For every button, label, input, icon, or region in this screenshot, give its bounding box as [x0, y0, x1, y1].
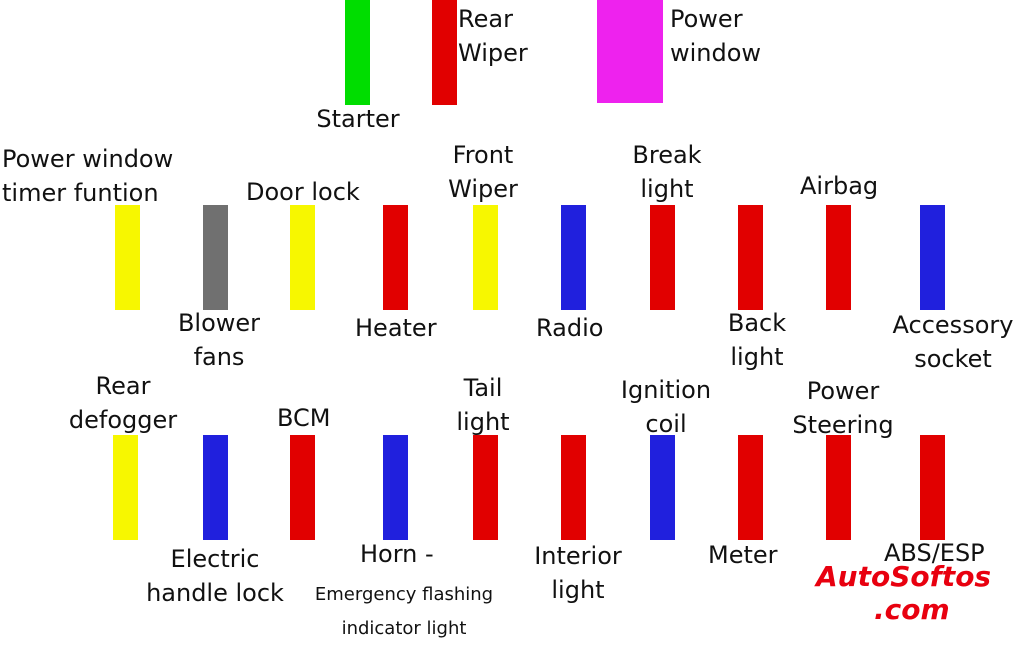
label-power-window-line: Power [670, 5, 743, 33]
label-rear-wiper-line: Wiper [458, 39, 528, 67]
label-ignition-coil-line: Ignition [620, 376, 712, 404]
label-horn-line: Horn - [360, 540, 434, 568]
label-airbag-line: Airbag [800, 172, 879, 200]
fuse-accessory-socket [920, 205, 945, 310]
watermark: AutoSoftos .com [816, 560, 991, 626]
label-abs-esp-line: ABS/ESP [884, 539, 985, 567]
label-accessory-socket-line: socket [914, 345, 992, 373]
label-front-wiper-line: Wiper [448, 175, 518, 203]
label-tail-light-line: light [456, 408, 510, 436]
label-meter-line: Meter [708, 541, 778, 569]
label-electric-handle-lock-line: Electric [170, 545, 260, 573]
label-emergency-flashing: Emergency flashing indicator light [289, 578, 519, 646]
label-accessory-socket: Accessory socket [873, 308, 1024, 376]
label-power-window: Power window [670, 2, 761, 70]
label-emergency-flashing-line: Emergency flashing [314, 584, 494, 605]
fuse-rear-defogger [113, 435, 138, 540]
label-emergency-flashing-line: indicator light [341, 618, 467, 639]
fuse-heater [383, 205, 408, 310]
label-power-window-timer: Power window timer funtion [2, 142, 173, 210]
fuse-interior-light [561, 435, 586, 540]
label-power-steering-line: Power [806, 377, 880, 405]
label-radio: Radio [536, 311, 603, 345]
fuse-blower-fans [203, 205, 228, 310]
label-starter-line: Starter [316, 105, 400, 133]
label-rear-wiper-line: Rear [458, 5, 513, 33]
fuse-power-window [597, 0, 663, 103]
fuse-tail-light [473, 435, 498, 540]
label-door-lock: Door lock [246, 175, 360, 209]
fuse-bcm [290, 435, 315, 540]
label-power-window-timer-line: Power window [2, 145, 174, 173]
fuse-power-window-timer [115, 205, 140, 310]
label-starter: Starter [278, 102, 438, 136]
label-blower-fans-line: fans [193, 343, 245, 371]
label-break-light-line: Break [632, 141, 702, 169]
label-door-lock-line: Door lock [246, 178, 360, 206]
label-tail-light: Tail light [403, 371, 563, 439]
watermark-line2: .com [874, 593, 950, 626]
label-electric-handle-lock: Electric handle lock [115, 542, 315, 610]
label-power-window-line: window [670, 39, 762, 67]
fuse-airbag [826, 205, 851, 310]
label-electric-handle-lock-line: handle lock [146, 579, 284, 607]
label-bcm: BCM [277, 401, 331, 435]
label-heater: Heater [355, 311, 437, 345]
label-airbag: Airbag [800, 169, 878, 203]
fuse-back-light [738, 205, 763, 310]
label-back-light-line: light [730, 343, 784, 371]
label-break-light: Break light [587, 138, 747, 206]
label-power-steering-line: Steering [792, 411, 894, 439]
label-accessory-socket-line: Accessory [892, 311, 1014, 339]
fuse-rear-wiper [432, 0, 457, 105]
label-meter: Meter [708, 538, 778, 572]
label-back-light: Back light [677, 306, 837, 374]
label-blower-fans-line: Blower [177, 309, 261, 337]
fuse-door-lock [290, 205, 315, 310]
label-abs-esp: ABS/ESP [884, 536, 985, 570]
label-rear-defogger-line: defogger [68, 406, 178, 434]
label-horn: Horn - [360, 537, 434, 571]
fuse-power-steering [826, 435, 851, 540]
label-break-light-line: light [640, 175, 694, 203]
label-interior-light-line: light [551, 576, 605, 604]
label-tail-light-line: Tail [463, 374, 503, 402]
watermark-line1: AutoSoftos [816, 560, 992, 593]
label-rear-defogger: Rear defogger [38, 369, 208, 437]
label-rear-defogger-line: Rear [95, 372, 151, 400]
label-interior-light: Interior light [498, 539, 658, 607]
label-interior-light-line: Interior [534, 542, 622, 570]
label-blower-fans: Blower fans [139, 306, 299, 374]
fuse-radio [561, 205, 586, 310]
label-ignition-coil-line: coil [645, 410, 687, 438]
label-front-wiper-line: Front [452, 141, 514, 169]
fuse-break-light [650, 205, 675, 310]
label-radio-line: Radio [536, 314, 604, 342]
fuse-abs-esp [920, 435, 945, 540]
fuse-horn [383, 435, 408, 540]
fuse-ignition-coil [650, 435, 675, 540]
fuse-meter [738, 435, 763, 540]
fuse-electric-handle-lock [203, 435, 228, 540]
label-heater-line: Heater [355, 314, 437, 342]
label-ignition-coil: Ignition coil [586, 373, 746, 441]
label-bcm-line: BCM [277, 404, 331, 432]
label-power-window-timer-line: timer funtion [2, 179, 159, 207]
label-back-light-line: Back [727, 309, 787, 337]
fuse-front-wiper [473, 205, 498, 310]
fuse-starter [345, 0, 370, 105]
